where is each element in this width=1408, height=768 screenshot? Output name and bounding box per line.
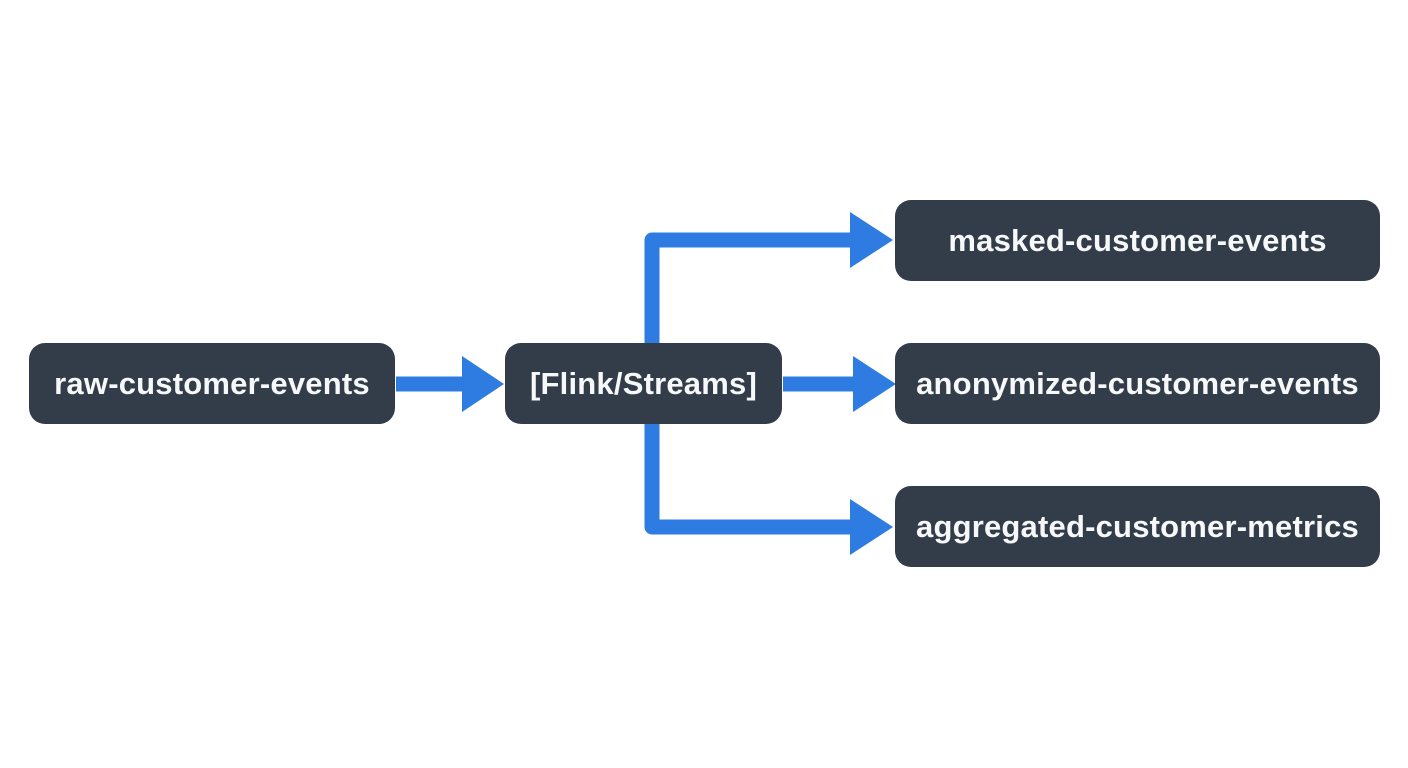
node-label: masked-customer-events — [948, 222, 1327, 258]
node-label: aggregated-customer-metrics — [916, 508, 1359, 544]
arrowhead-icon — [850, 499, 893, 555]
node-anonymized-customer-events: anonymized-customer-events — [895, 343, 1380, 424]
node-aggregated-customer-metrics: aggregated-customer-metrics — [895, 486, 1380, 567]
node-raw-customer-events: raw-customer-events — [29, 343, 395, 424]
edge-raw-to-processor — [396, 356, 504, 412]
node-flink-streams: [Flink/Streams] — [505, 343, 782, 424]
node-label: raw-customer-events — [54, 365, 370, 401]
arrowhead-icon — [850, 212, 893, 268]
node-label: anonymized-customer-events — [916, 365, 1359, 401]
edge-processor-to-anonymized — [783, 356, 896, 412]
edge-processor-to-aggregated — [644, 420, 893, 555]
node-label: [Flink/Streams] — [530, 365, 757, 401]
node-masked-customer-events: masked-customer-events — [895, 200, 1380, 281]
arrowhead-icon — [462, 356, 504, 412]
arrowhead-icon — [853, 356, 896, 412]
edge-processor-to-masked — [644, 212, 893, 348]
